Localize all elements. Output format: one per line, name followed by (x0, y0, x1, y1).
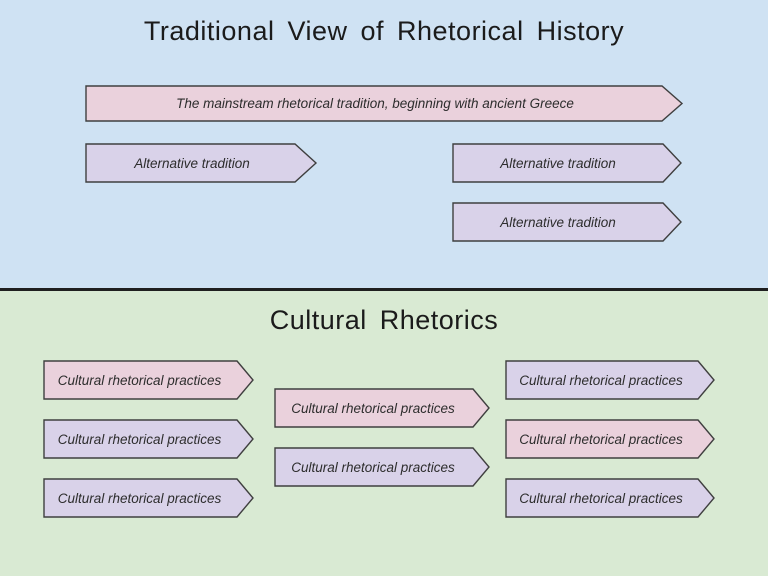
cultural-practices-label: Cultural rhetorical practices (519, 490, 683, 506)
alternative-tradition-arrow-left: Alternative tradition (85, 143, 318, 183)
cultural-practices-arrow-middle-2: Cultural rhetorical practices (274, 447, 490, 487)
arrow-shape (85, 143, 318, 183)
alternative-tradition-label: Alternative tradition (500, 214, 616, 230)
cultural-practices-label: Cultural rhetorical practices (291, 459, 455, 475)
mainstream-tradition-arrow: The mainstream rhetorical tradition, beg… (85, 85, 684, 122)
arrow-shape (274, 447, 490, 487)
arrow-shape (452, 202, 682, 242)
arrow-shape (43, 360, 254, 400)
cultural-practices-label: Cultural rhetorical practices (291, 400, 455, 416)
cultural-practices-arrow-right-1: Cultural rhetorical practices (505, 360, 715, 400)
cultural-practices-arrow-left-1: Cultural rhetorical practices (43, 360, 254, 400)
cultural-practices-arrow-right-3: Cultural rhetorical practices (505, 478, 715, 518)
cultural-practices-arrow-left-3: Cultural rhetorical practices (43, 478, 254, 518)
arrow-shape (452, 143, 682, 183)
cultural-practices-label: Cultural rhetorical practices (519, 431, 683, 447)
arrow-shape (43, 419, 254, 459)
traditional-view-title: Traditional View of Rhetorical History (143, 16, 625, 46)
arrow-shape (85, 85, 684, 122)
arrow-shape (505, 419, 715, 459)
arrow-shape (274, 388, 490, 428)
arrow-shape (505, 478, 715, 518)
mainstream-tradition-label: The mainstream rhetorical tradition, beg… (176, 96, 574, 111)
cultural-practices-label: Cultural rhetorical practices (57, 490, 222, 506)
cultural-practices-label: Cultural rhetorical practices (57, 372, 222, 388)
cultural-rhetorics-title: Cultural Rhetorics (269, 305, 499, 335)
alternative-tradition-label: Alternative tradition (134, 155, 250, 171)
arrow-shape (505, 360, 715, 400)
arrow-shape (43, 478, 254, 518)
alternative-tradition-label: Alternative tradition (500, 155, 616, 171)
cultural-practices-arrow-middle-1: Cultural rhetorical practices (274, 388, 490, 428)
cultural-practices-arrow-right-2: Cultural rhetorical practices (505, 419, 715, 459)
section-divider-line (0, 288, 768, 291)
alternative-tradition-arrow-right-2: Alternative tradition (452, 202, 682, 242)
cultural-practices-label: Cultural rhetorical practices (57, 431, 222, 447)
alternative-tradition-arrow-right-1: Alternative tradition (452, 143, 682, 183)
cultural-practices-label: Cultural rhetorical practices (519, 372, 683, 388)
cultural-practices-arrow-left-2: Cultural rhetorical practices (43, 419, 254, 459)
